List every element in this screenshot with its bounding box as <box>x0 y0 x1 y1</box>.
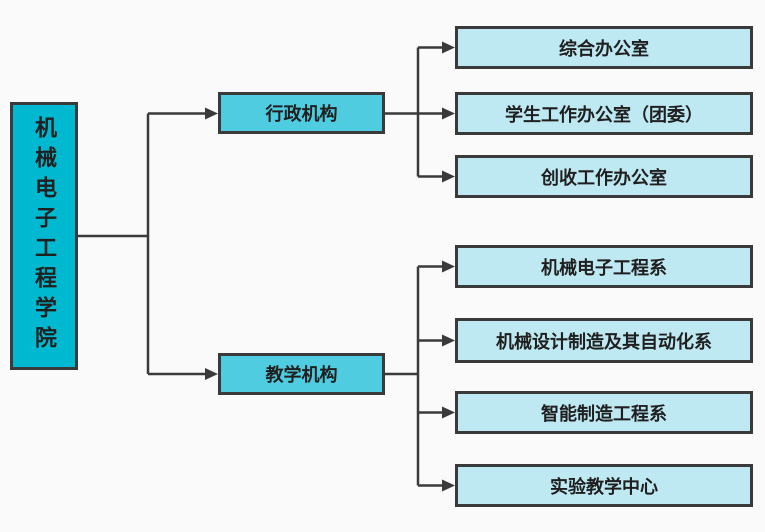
leaf-node-experimental-teaching-center: 实验教学中心 <box>455 464 753 507</box>
arrow-icon <box>442 170 455 183</box>
arrow-icon <box>442 406 455 419</box>
arrow-icon <box>442 334 455 347</box>
arrow-icon <box>205 107 218 120</box>
arrow-icon <box>442 260 455 273</box>
connector-teaching-branch <box>385 265 443 487</box>
connector-root-stem <box>78 112 206 376</box>
arrow-icon <box>442 479 455 492</box>
arrow-icon <box>205 368 218 380</box>
root-node-college: 机械电子工程学院 <box>10 102 78 370</box>
branch-node-administrative: 行政机构 <box>218 92 385 134</box>
arrow-icon <box>442 41 455 54</box>
leaf-node-mechatronics-dept: 机械电子工程系 <box>455 245 753 288</box>
leaf-node-revenue-work-office: 创收工作办公室 <box>455 155 753 198</box>
leaf-node-mechanical-design-dept: 机械设计制造及其自动化系 <box>455 318 753 363</box>
branch-node-teaching: 教学机构 <box>218 353 385 395</box>
leaf-node-intelligent-manufacturing-dept: 智能制造工程系 <box>455 391 753 434</box>
arrowhead-icons <box>205 41 455 492</box>
leaf-node-student-work-office: 学生工作办公室（团委） <box>455 92 753 135</box>
connector-admin-branch <box>385 46 443 178</box>
arrow-icon <box>442 107 455 120</box>
leaf-node-general-office: 综合办公室 <box>455 26 753 69</box>
